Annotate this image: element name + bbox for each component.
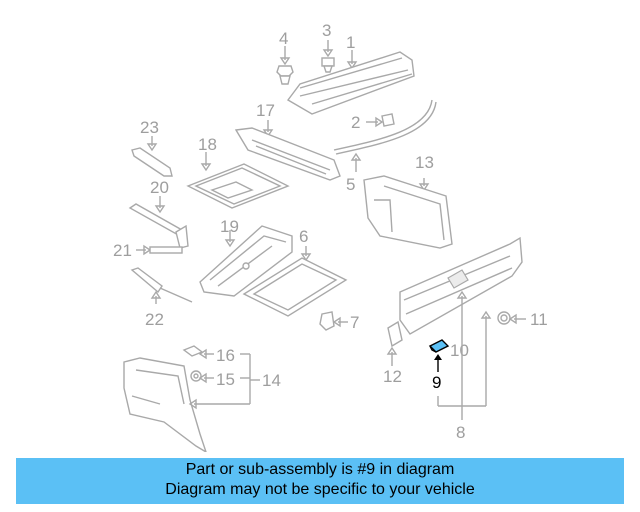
part-18-tray bbox=[186, 152, 290, 209]
part-7-bracket bbox=[319, 311, 348, 331]
part-19-jack bbox=[199, 225, 293, 297]
callout-7: 7 bbox=[350, 313, 359, 332]
callout-20: 20 bbox=[150, 178, 169, 197]
part-9-highlighted-clip bbox=[428, 339, 450, 372]
part-6-floor-mat bbox=[242, 246, 348, 317]
callout-21: 21 bbox=[113, 241, 132, 260]
callout-3: 3 bbox=[322, 21, 331, 40]
info-banner: Part or sub-assembly is #9 in diagram Di… bbox=[16, 458, 624, 504]
part-10-sill-plate bbox=[399, 236, 523, 335]
callout-19: 19 bbox=[220, 217, 239, 236]
callout-5: 5 bbox=[346, 175, 355, 194]
banner-line-1: Part or sub-assembly is #9 in diagram bbox=[185, 461, 455, 478]
callout-13: 13 bbox=[415, 153, 434, 172]
part-22-screwdriver bbox=[130, 267, 193, 304]
callout-8: 8 bbox=[456, 423, 465, 442]
part-14-quarter-trim bbox=[123, 357, 207, 452]
callout-4: 4 bbox=[279, 29, 288, 48]
part-4-clip bbox=[276, 46, 294, 85]
callout-1: 1 bbox=[346, 33, 355, 52]
callout-10: 10 bbox=[450, 341, 469, 360]
callout-17: 17 bbox=[256, 101, 275, 120]
callout-9: 9 bbox=[432, 373, 441, 392]
callout-16: 16 bbox=[216, 346, 235, 365]
parts-diagram: 4 3 1 2 5 17 bbox=[113, 21, 548, 452]
callout-11: 11 bbox=[530, 310, 548, 329]
callout-22: 22 bbox=[145, 310, 164, 329]
part-3-screw bbox=[321, 40, 335, 73]
part-5-weatherstrip bbox=[333, 99, 437, 172]
callout-15: 15 bbox=[216, 370, 235, 389]
part-21-pin bbox=[136, 244, 183, 256]
part-17-trim-panel bbox=[234, 120, 341, 181]
part-15-fastener bbox=[190, 370, 202, 382]
part-20-lug-bar bbox=[128, 196, 189, 249]
part-12-clip bbox=[386, 320, 403, 366]
callout-23: 23 bbox=[140, 118, 159, 137]
callout-18: 18 bbox=[198, 135, 217, 154]
callout-2: 2 bbox=[351, 113, 360, 132]
part-8-leader bbox=[437, 290, 492, 420]
callout-14: 14 bbox=[262, 371, 281, 390]
part-11-plug bbox=[497, 311, 526, 325]
parts-14-16-leader bbox=[188, 348, 260, 410]
part-2-clip bbox=[366, 113, 395, 128]
part-1-parcel-shelf bbox=[286, 50, 415, 115]
callout-12: 12 bbox=[383, 367, 402, 386]
part-13-side-trim bbox=[363, 175, 453, 249]
callout-6: 6 bbox=[299, 227, 308, 246]
part-23-wrench bbox=[131, 136, 173, 177]
banner-line-2: Diagram may not be specific to your vehi… bbox=[165, 481, 475, 498]
